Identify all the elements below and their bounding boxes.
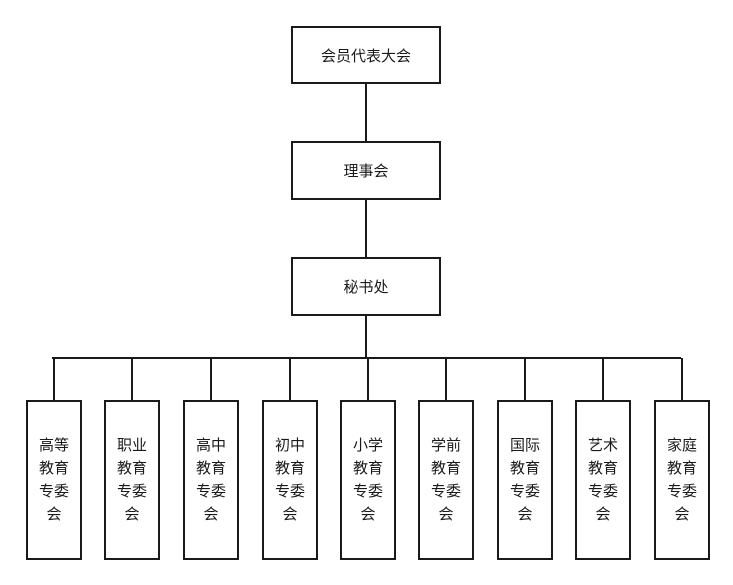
node-committee-6: 学前教育专委会: [418, 400, 474, 560]
node-committee-6-label: 学前教育专委会: [430, 436, 461, 523]
node-secretariat: 秘书处: [291, 257, 441, 316]
node-secretariat-label: 秘书处: [343, 278, 389, 296]
node-council-label: 理事会: [343, 162, 389, 180]
node-committee-8: 艺术教育专委会: [575, 400, 631, 560]
node-committee-2-label: 职业教育专委会: [116, 436, 147, 523]
node-committee-7-label: 国际教育专委会: [509, 436, 540, 523]
node-committee-3-label: 高中教育专委会: [195, 436, 226, 523]
node-committee-5-label: 小学教育专委会: [352, 436, 383, 523]
node-committee-1-label: 高等教育专委会: [38, 436, 69, 523]
node-committee-1: 高等教育专委会: [26, 400, 82, 560]
node-committee-2: 职业教育专委会: [104, 400, 160, 560]
node-committee-4: 初中教育专委会: [262, 400, 318, 560]
node-member-congress: 会员代表大会: [291, 26, 441, 84]
node-committee-5: 小学教育专委会: [340, 400, 396, 560]
node-member-congress-label: 会员代表大会: [320, 46, 411, 65]
node-committee-9-label: 家庭教育专委会: [666, 436, 697, 523]
node-committee-4-label: 初中教育专委会: [274, 436, 305, 523]
node-committee-9: 家庭教育专委会: [654, 400, 710, 560]
node-committee-3: 高中教育专委会: [183, 400, 239, 560]
node-council: 理事会: [291, 141, 441, 200]
node-committee-8-label: 艺术教育专委会: [587, 436, 618, 523]
node-committee-7: 国际教育专委会: [497, 400, 553, 560]
